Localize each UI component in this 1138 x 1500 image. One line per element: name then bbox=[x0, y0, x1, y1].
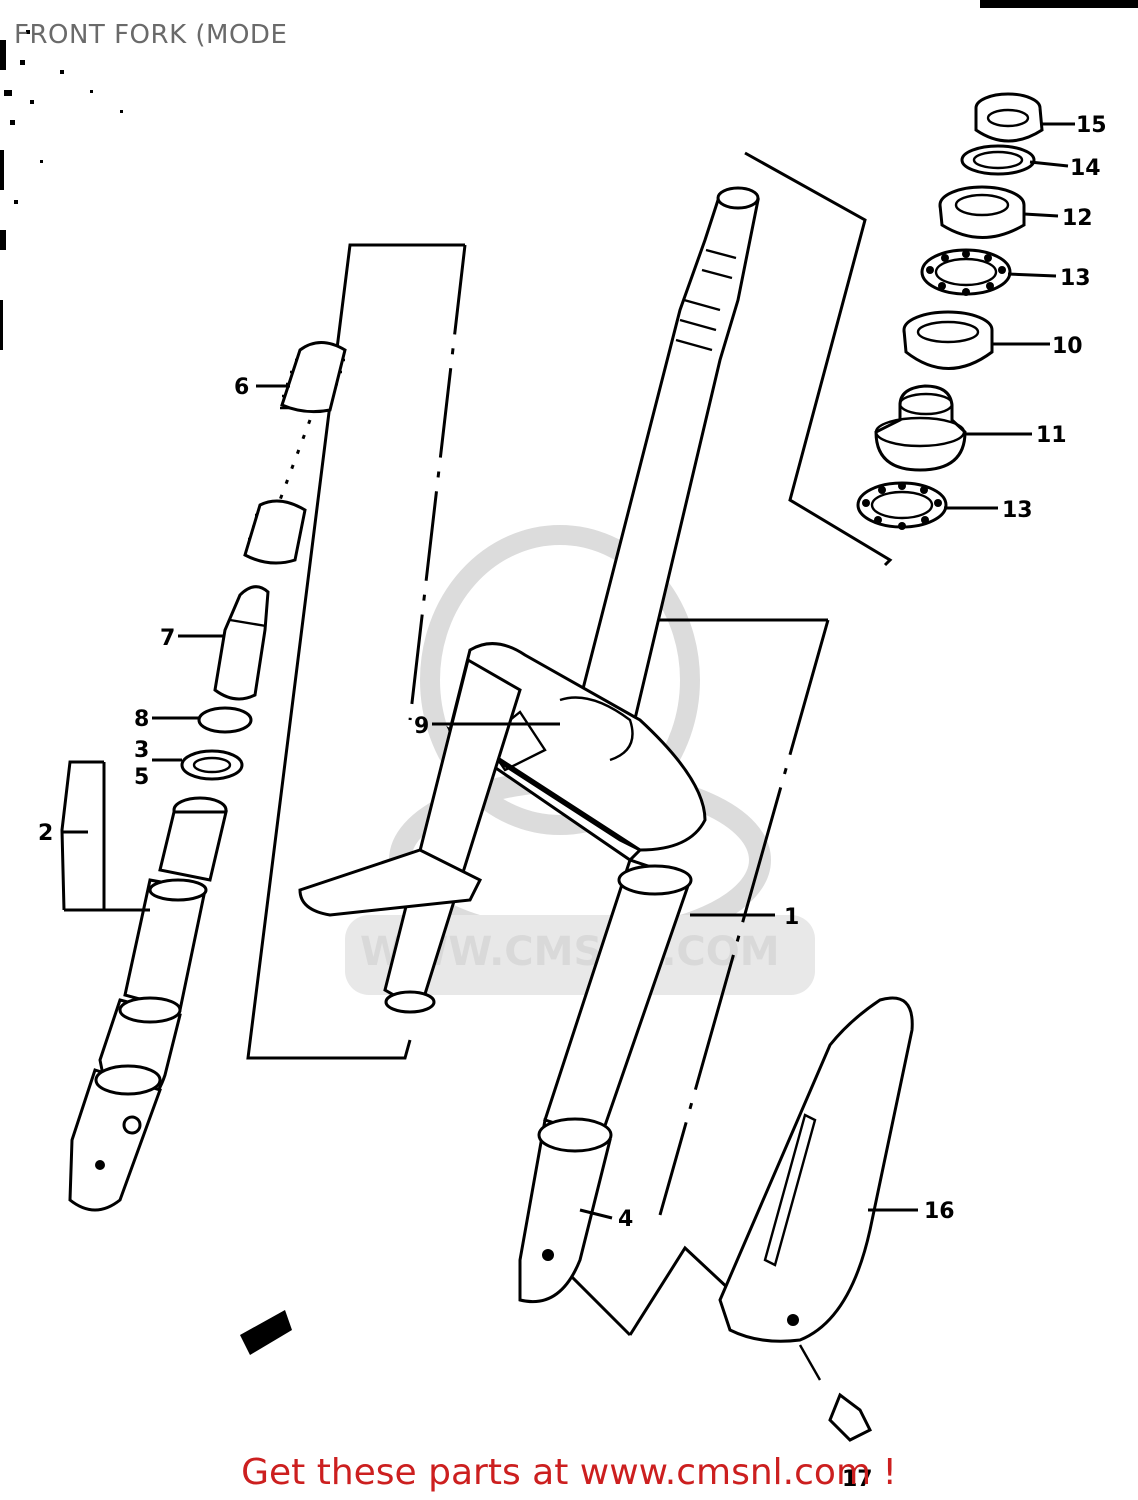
part-17-bolt bbox=[798, 1344, 873, 1442]
label-part-15: 15 bbox=[1076, 113, 1107, 138]
part-13-bearing-lower bbox=[856, 481, 948, 530]
part-7-rod bbox=[213, 585, 270, 701]
footer-promo-link[interactable]: Get these parts at www.cmsnl.com ! bbox=[241, 1452, 897, 1493]
front-direction-arrow-icon bbox=[240, 1310, 292, 1355]
label-part-12: 12 bbox=[1062, 206, 1093, 231]
part-13-bearing-upper bbox=[920, 248, 1012, 296]
label-part-13-upper: 13 bbox=[1060, 266, 1091, 291]
label-part-11: 11 bbox=[1036, 423, 1067, 448]
label-part-2: 2 bbox=[38, 821, 53, 846]
part-15-nut bbox=[974, 92, 1044, 143]
steering-bearing-stack bbox=[856, 92, 1044, 530]
label-part-16: 16 bbox=[924, 1199, 955, 1224]
part-14-washer bbox=[960, 144, 1036, 176]
leader-lines bbox=[60, 122, 1075, 1220]
label-part-14: 14 bbox=[1070, 156, 1101, 181]
label-part-4: 4 bbox=[618, 1207, 633, 1232]
fork-tube-left bbox=[298, 657, 522, 1014]
scan-noise bbox=[0, 30, 123, 350]
label-part-5: 5 bbox=[134, 765, 149, 790]
part-12-race bbox=[938, 185, 1026, 239]
fork-tube-right bbox=[518, 858, 693, 1304]
label-part-7: 7 bbox=[160, 626, 175, 651]
part-8-ring bbox=[197, 706, 253, 734]
diagram-title: FRONT FORK (MODE bbox=[14, 20, 288, 50]
part-2-fork-leg-assembly bbox=[68, 796, 228, 1212]
part-6-spring bbox=[243, 341, 347, 565]
label-part-6: 6 bbox=[234, 375, 249, 400]
label-part-13-lower: 13 bbox=[1002, 498, 1033, 523]
label-part-9: 9 bbox=[414, 714, 429, 739]
part-3-5-ring bbox=[180, 749, 244, 781]
corner-mark bbox=[980, 0, 1138, 8]
part-11-lower-cup bbox=[874, 384, 967, 472]
part-16-fork-cover bbox=[718, 996, 914, 1343]
part-10-cup bbox=[902, 310, 994, 370]
label-part-1: 1 bbox=[784, 905, 799, 930]
label-part-8: 8 bbox=[134, 707, 149, 732]
label-part-3: 3 bbox=[134, 738, 149, 763]
assembly-dashed-outlines bbox=[246, 151, 893, 1337]
part-1-steering-stem bbox=[573, 186, 760, 742]
label-part-17: 17 bbox=[842, 1467, 873, 1492]
label-part-10: 10 bbox=[1052, 334, 1083, 359]
